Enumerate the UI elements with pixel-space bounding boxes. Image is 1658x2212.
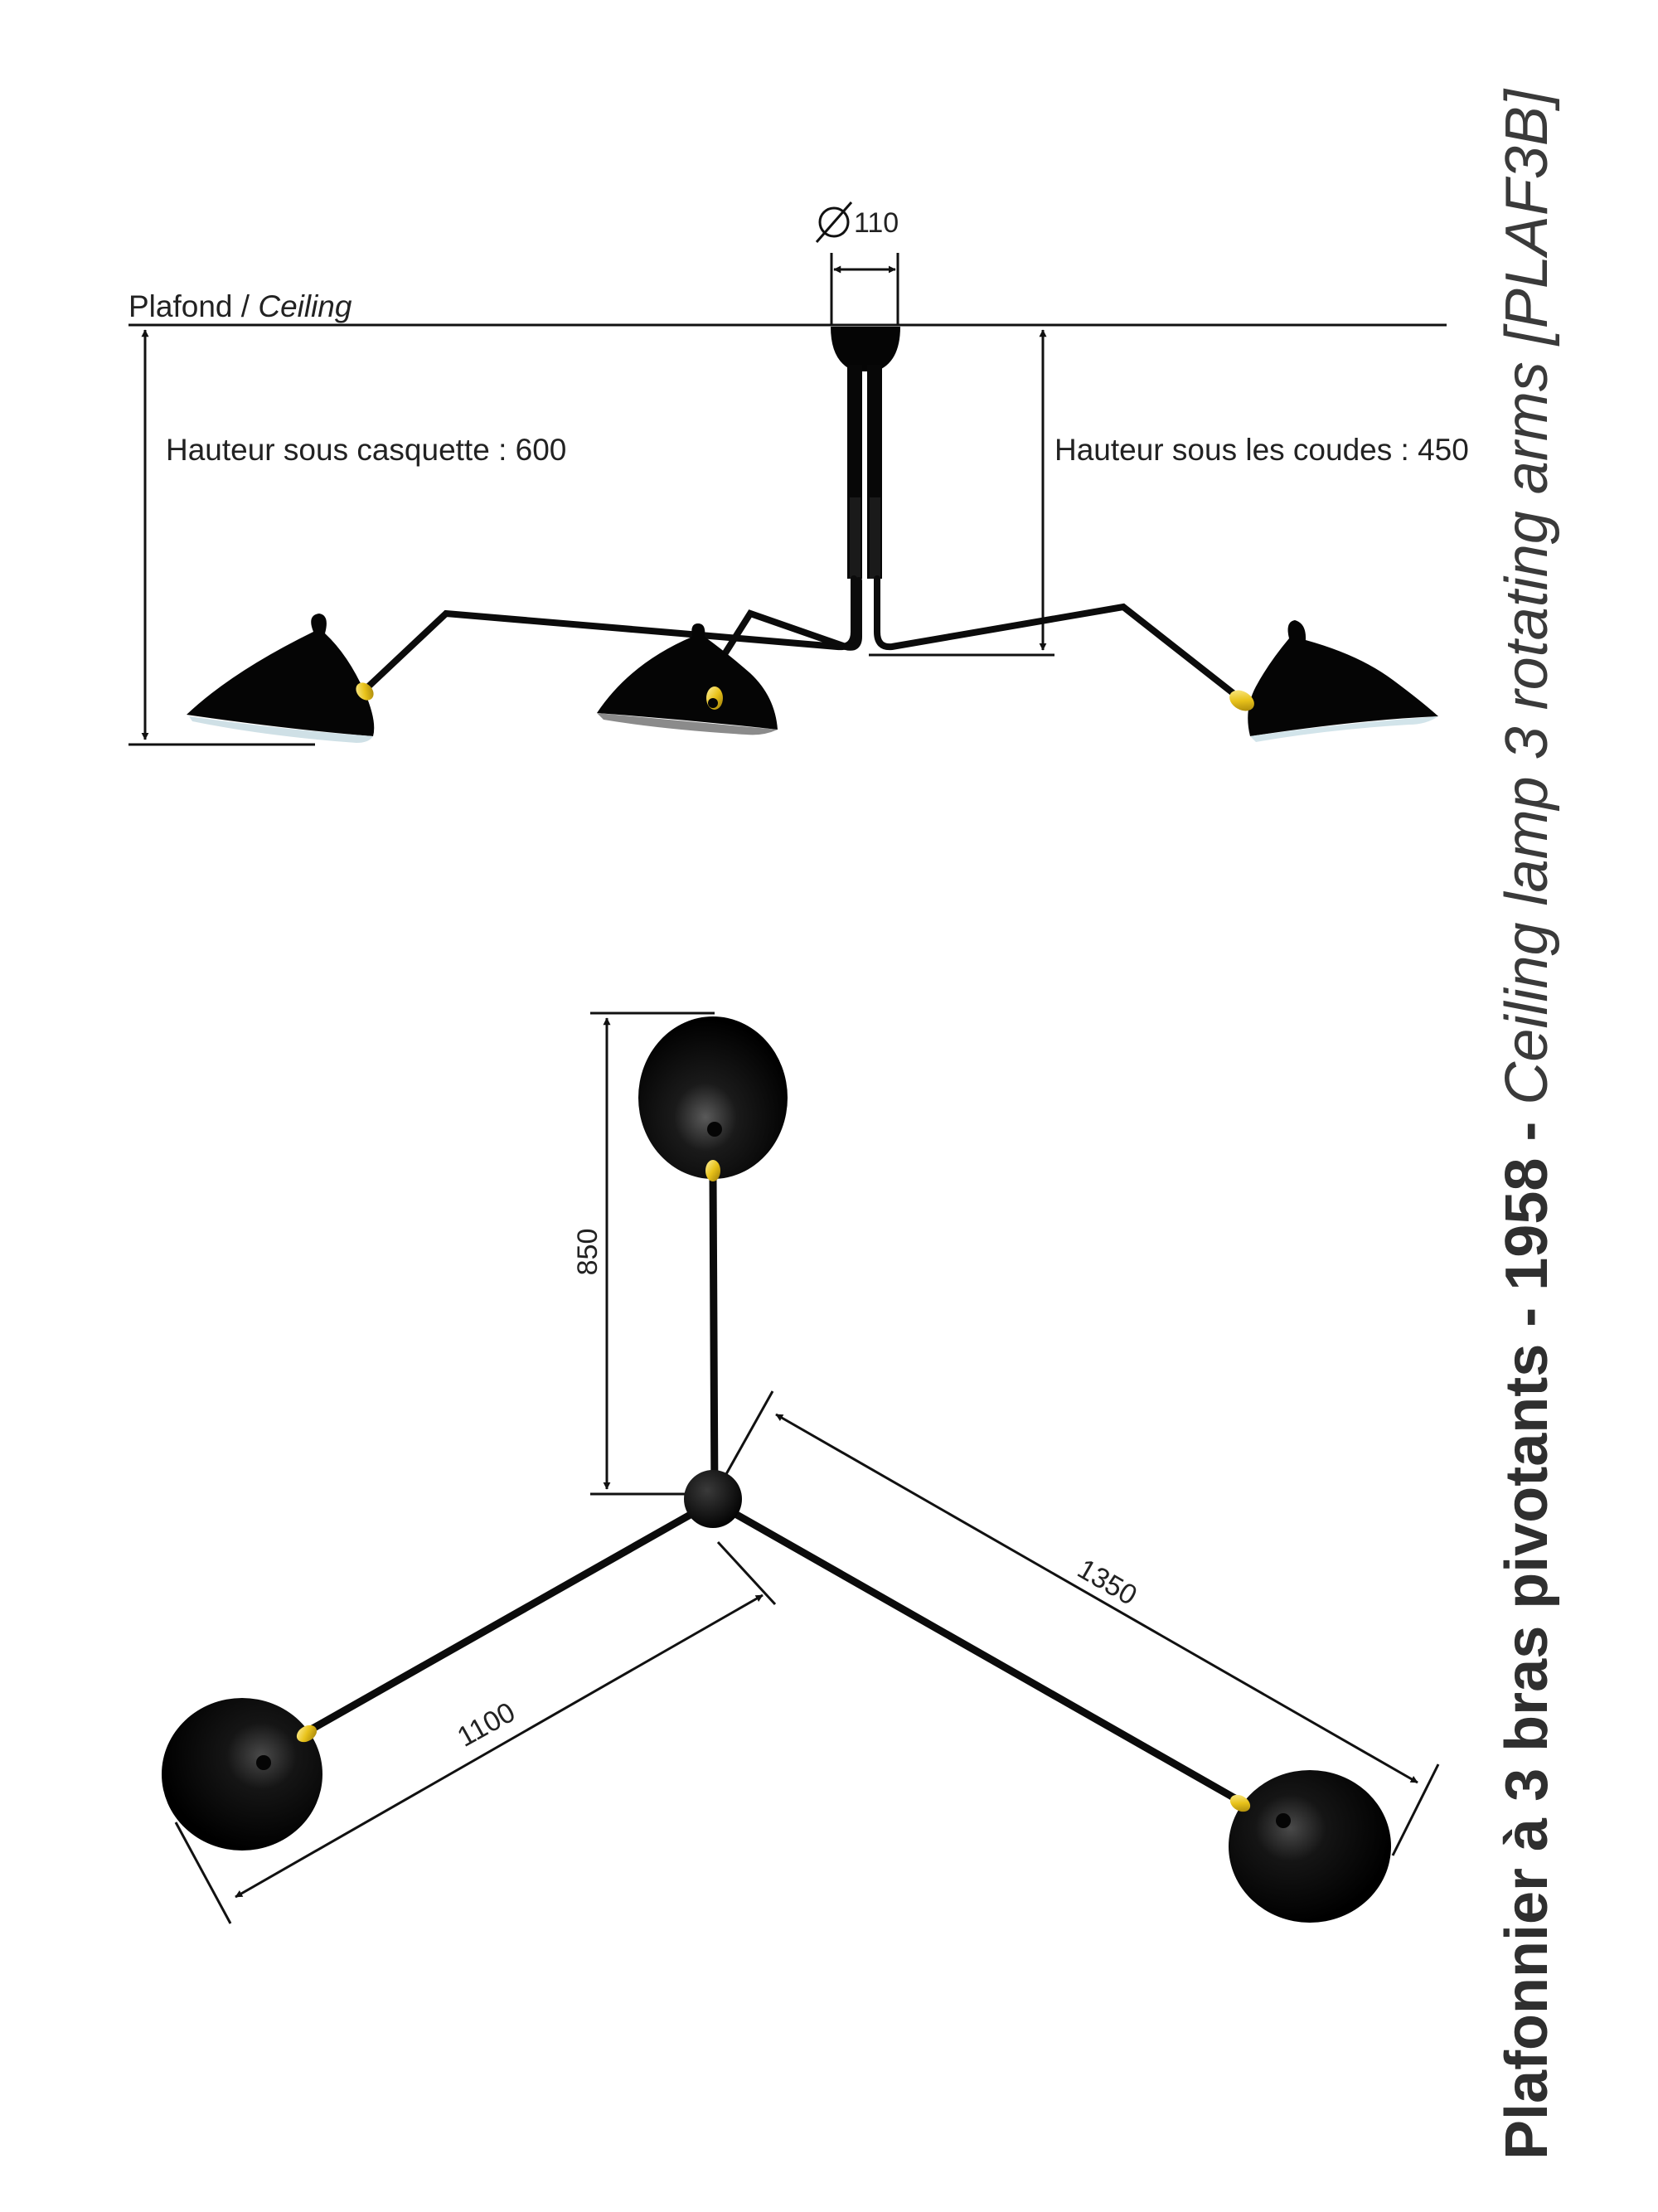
side-arm-left	[359, 575, 857, 696]
elbow-height-label: Hauteur sous les coudes : 450	[1054, 433, 1469, 467]
brass-joint	[296, 1724, 318, 1743]
cap-height-label: Hauteur sous casquette : 600	[166, 433, 566, 467]
brass-joint	[356, 682, 374, 701]
top-arm-southeast	[725, 1506, 1244, 1805]
top-lamp-southwest	[162, 1698, 322, 1851]
title-french: Plafonnier à 3 bras pivotants - 1958 -	[1494, 1105, 1560, 2160]
left-arm-dimension-label: 1100	[452, 1696, 520, 1754]
brass-joint	[705, 1160, 720, 1181]
elbow-height-dimension: Hauteur sous les coudes : 450	[869, 329, 1469, 657]
side-lamp-middle	[597, 623, 778, 735]
ceiling-canopy	[831, 327, 900, 579]
side-lamp-left	[187, 614, 375, 743]
top-arm-dimension-label: 850	[572, 1229, 604, 1276]
side-arm-middle	[711, 577, 862, 673]
brass-joint	[1229, 690, 1254, 711]
top-arm-north	[709, 1171, 719, 1503]
side-arm-right	[874, 575, 1239, 698]
right-arm-dimension-label: 1350	[1072, 1553, 1142, 1612]
top-lamp-north	[638, 1016, 788, 1181]
top-lamp-southeast	[1229, 1770, 1391, 1923]
top-arm-dimension: 850	[572, 1011, 715, 1496]
title-english: Ceiling lamp 3 rotating arms [PLAF3B]	[1494, 88, 1560, 1105]
diameter-dimension: 110	[815, 201, 899, 325]
diameter-symbol-icon	[818, 206, 850, 238]
brass-joint	[1229, 1794, 1251, 1812]
diameter-label: 110	[854, 207, 899, 239]
ceiling-label: Plafond / Ceiling	[128, 289, 352, 323]
side-lamp-right	[1229, 620, 1438, 742]
cap-height-dimension: Hauteur sous casquette : 600	[128, 329, 566, 746]
top-arm-southwest	[301, 1505, 705, 1737]
side-view: Plafond / Ceiling 110 Hauteur sous casqu…	[128, 201, 1469, 746]
top-hub	[684, 1470, 742, 1528]
page-title: Plafonnier à 3 bras pivotants - 1958 - C…	[1494, 88, 1560, 2160]
top-view: 850 1100 1350	[162, 1011, 1440, 1924]
